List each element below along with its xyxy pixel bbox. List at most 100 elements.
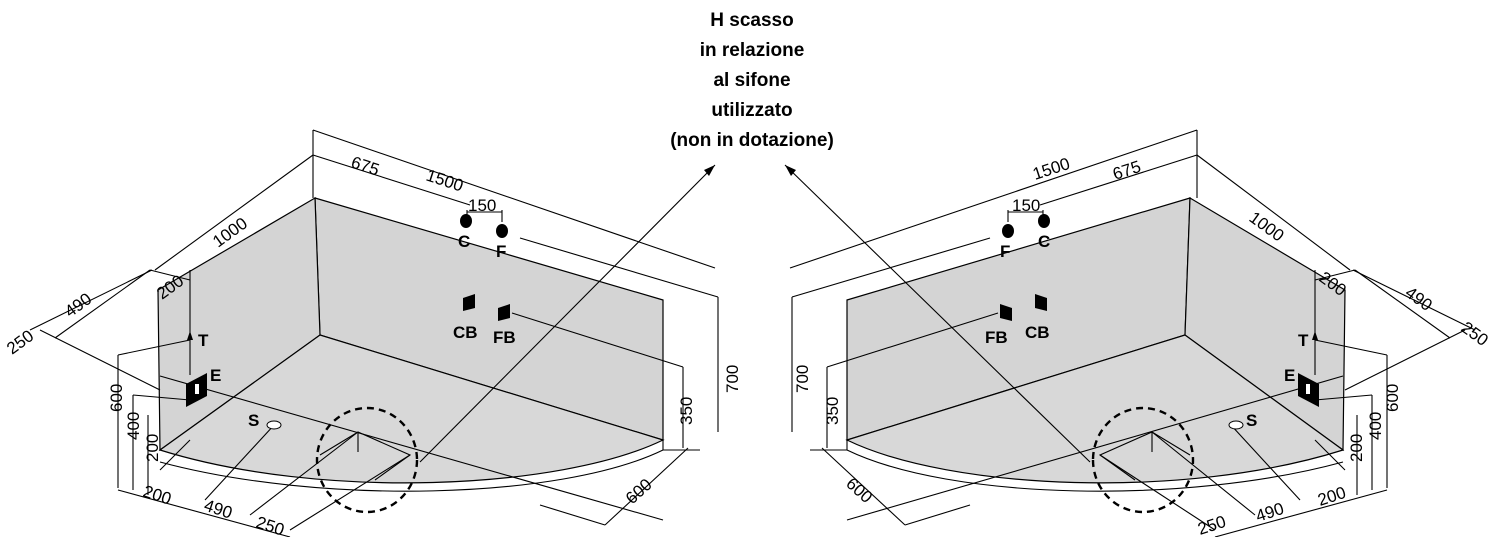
left-dim-1000 bbox=[154, 154, 314, 271]
left-dim-250-leader bbox=[29, 269, 153, 331]
right-tub-mirror bbox=[784, 129, 1476, 537]
right-label-e: E bbox=[1284, 366, 1295, 385]
right-dim-1500 bbox=[789, 129, 1198, 269]
left-siphon-circle bbox=[315, 406, 419, 514]
right-ext-250-b2 bbox=[1099, 454, 1216, 531]
annotation-line-4: utilizzato bbox=[711, 100, 792, 121]
right-f-symbol bbox=[1002, 224, 1014, 238]
left-f-symbol bbox=[496, 224, 508, 238]
right-label-fb: FB bbox=[985, 328, 1008, 347]
left-label-s: S bbox=[248, 411, 259, 430]
right-dim-350-text: 350 bbox=[823, 397, 842, 425]
left-dim-200-v-text: 200 bbox=[143, 434, 162, 462]
right-c-symbol bbox=[1038, 214, 1050, 228]
right-ext-200-b bbox=[1314, 439, 1346, 471]
right-dim-600-b bbox=[821, 447, 906, 526]
right-floor bbox=[845, 334, 1345, 484]
annotation-line-2: in relazione bbox=[700, 40, 805, 61]
right-dim-490-b-text: 490 bbox=[1253, 499, 1286, 526]
right-dim-700-text: 700 bbox=[793, 365, 812, 393]
left-siphon-pit bbox=[319, 431, 412, 481]
right-dim-600-b-text: 600 bbox=[842, 474, 876, 507]
right-ext-250 bbox=[1344, 329, 1466, 391]
right-s-symbol bbox=[1228, 420, 1244, 430]
right-floor-edge bbox=[846, 449, 1344, 492]
right-floor-line bbox=[846, 375, 1344, 521]
right-dim-200-b-text: 200 bbox=[1315, 483, 1348, 510]
right-dim-490-leader bbox=[1354, 269, 1451, 339]
right-ext-top bbox=[1314, 269, 1356, 281]
left-floor-line bbox=[159, 375, 664, 521]
left-dim-490-leader bbox=[54, 269, 151, 339]
right-dim-250-leader bbox=[1352, 269, 1476, 331]
right-ext-fb bbox=[826, 312, 999, 368]
left-arrow-head bbox=[704, 165, 715, 176]
right-ext-490 bbox=[1314, 339, 1388, 356]
left-ext-490 bbox=[117, 339, 191, 356]
right-siphon-pit bbox=[1098, 431, 1191, 481]
left-e-slot bbox=[195, 384, 199, 394]
right-dim-600-v-text: 600 bbox=[1383, 384, 1402, 412]
right-fb-symbol bbox=[1000, 304, 1012, 321]
right-e-slot bbox=[1306, 384, 1310, 394]
left-dim-1500 bbox=[312, 129, 716, 269]
right-ext-490-b bbox=[1229, 423, 1301, 501]
left-s-symbol bbox=[266, 420, 282, 430]
left-ext-400 bbox=[132, 394, 191, 401]
left-dim-350-text: 350 bbox=[677, 397, 696, 425]
left-floor-edge bbox=[159, 449, 664, 492]
right-dim-675 bbox=[1039, 154, 1198, 206]
left-ext-250 bbox=[39, 329, 161, 391]
left-fb-symbol bbox=[498, 304, 510, 321]
left-ext-250-b2 bbox=[289, 454, 411, 531]
left-dim-bottom-line bbox=[117, 489, 291, 537]
left-dim-150-text: 150 bbox=[468, 196, 496, 215]
left-ext-490-b bbox=[204, 423, 276, 501]
right-label-f: F bbox=[1000, 242, 1010, 261]
right-arrow-line bbox=[784, 164, 1091, 463]
left-label-c: C bbox=[458, 232, 470, 251]
right-dim-1000 bbox=[1196, 154, 1351, 271]
left-label-f: F bbox=[496, 242, 506, 261]
right-dim-250-b-text: 250 bbox=[1195, 512, 1228, 537]
right-dim-400-text: 400 bbox=[1366, 412, 1385, 440]
annotation-line-3: al sifone bbox=[713, 70, 790, 91]
left-ext-250-b bbox=[249, 431, 359, 516]
right-label-c: C bbox=[1038, 232, 1050, 251]
left-dim-600-b bbox=[604, 447, 689, 526]
left-label-cb: CB bbox=[453, 323, 478, 342]
right-ext-400 bbox=[1314, 394, 1373, 401]
right-dim-150-text: 150 bbox=[1012, 196, 1040, 215]
left-floor bbox=[158, 334, 665, 484]
right-label-cb: CB bbox=[1025, 323, 1050, 342]
left-label-fb: FB bbox=[493, 328, 516, 347]
right-dim-490-text: 490 bbox=[1402, 283, 1436, 315]
right-label-t: T bbox=[1298, 331, 1309, 350]
left-label-e: E bbox=[210, 366, 221, 385]
annotation-line-5: (non in dotazione) bbox=[670, 130, 834, 151]
right-dim-675-text: 675 bbox=[1110, 157, 1143, 184]
left-ext-200-b bbox=[159, 439, 191, 471]
left-ext-top bbox=[149, 269, 191, 281]
left-arrow-line bbox=[419, 164, 716, 463]
right-arrow-head bbox=[785, 165, 796, 176]
annotation-line-1: H scasso bbox=[710, 10, 793, 31]
right-siphon-circle bbox=[1091, 406, 1195, 514]
left-c-symbol bbox=[460, 214, 472, 228]
left-ext-fb bbox=[511, 312, 684, 368]
right-t-symbol bbox=[1312, 331, 1318, 340]
right-dim-bottom-line bbox=[1214, 489, 1388, 537]
right-dim-250-text: 250 bbox=[1458, 318, 1492, 350]
right-label-s: S bbox=[1246, 411, 1257, 430]
right-dim-200-v-text: 200 bbox=[1347, 434, 1366, 462]
left-dim-675 bbox=[312, 154, 471, 206]
left-dim-700-text: 700 bbox=[723, 365, 742, 393]
left-t-symbol bbox=[187, 331, 193, 340]
right-ext-bottom-l bbox=[904, 504, 971, 526]
left-ext-f-right bbox=[519, 237, 719, 298]
left-dim-400-text: 400 bbox=[124, 412, 143, 440]
left-dim-600-v-text: 600 bbox=[107, 384, 126, 412]
